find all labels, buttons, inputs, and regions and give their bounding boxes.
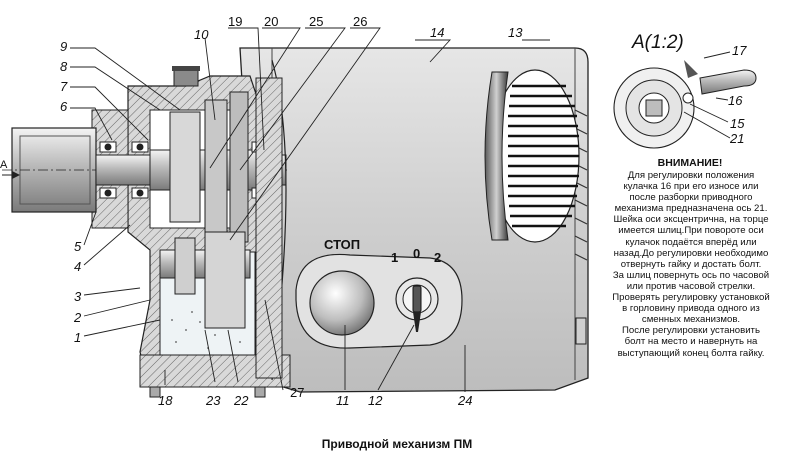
callout-20: 20 (264, 14, 279, 29)
callout-23: 23 (206, 393, 221, 408)
note-line: болт на место и навернуть на (624, 336, 758, 348)
detail-callout-17: 17 (732, 43, 747, 58)
note-line: или против часовой стрелки. (626, 280, 756, 292)
callout-11: 11 (336, 393, 350, 408)
note-line: Проверять регулировку установкой (612, 292, 770, 304)
view-arrow (2, 171, 20, 179)
middle-partition (255, 77, 283, 379)
note-line: Для регулировки положения (627, 170, 755, 181)
callout-10: 10 (194, 27, 209, 42)
callout-4: 4 (74, 259, 82, 274)
note-line: имеется шлиц.При повороте оси (618, 225, 764, 237)
callout-5: 5 (74, 239, 82, 254)
callout-27: 27 (290, 385, 305, 400)
position-0-label: 0 (413, 246, 421, 261)
position-1-label: 1 (391, 250, 399, 265)
callout-24: 24 (458, 393, 473, 408)
callout-1: 1 (74, 330, 82, 345)
callout-7: 7 (60, 79, 68, 94)
note-line: сменных механизмов. (641, 314, 741, 326)
callout-18: 18 (158, 393, 173, 408)
note-line: выступающий конец болта гайку. (617, 347, 765, 359)
leader-lines (70, 27, 550, 392)
view-marker-label: A (0, 159, 8, 171)
note-line: назад.До регулировки необходимо (613, 247, 769, 259)
control-panel (295, 253, 463, 349)
callout-26: 26 (353, 14, 368, 29)
gear-train (159, 91, 251, 329)
callout-3: 3 (74, 289, 82, 304)
note-line: Шейка оси эксцентрична, на торце (613, 214, 769, 226)
note-line: механизма предназначена ось 21. (614, 203, 768, 215)
note-line: кулачка 16 при его износе или (623, 181, 759, 193)
callout-8: 8 (60, 59, 68, 74)
callout-19: 19 (228, 14, 243, 29)
figure-caption: Приводной механизм ПМ (321, 437, 473, 451)
note-line: в горловину привода одного из (622, 303, 760, 315)
note-line: После регулировки установить (622, 325, 760, 337)
note-line: За шлиц повернуть ось по часовой (612, 269, 770, 281)
callout-6: 6 (60, 99, 68, 114)
note-title: ВНИМАНИЕ! (657, 157, 723, 169)
callout-22: 22 (234, 393, 249, 408)
detail-callout-16: 16 (728, 93, 743, 108)
detail-callout-21: 21 (730, 131, 745, 146)
callout-2: 2 (74, 310, 82, 325)
position-2-label: 2 (434, 250, 442, 265)
callout-25: 25 (309, 14, 324, 29)
stop-label: СТОП (324, 237, 361, 252)
note-line: отвернуть гайку и достать болт. (620, 258, 762, 270)
callout-14: 14 (430, 25, 445, 40)
vent-drum (484, 69, 580, 243)
detail-callout-15: 15 (730, 116, 745, 131)
callout-9: 9 (60, 39, 68, 54)
section-a-detail (613, 51, 757, 149)
note-line: после разборки приводного (629, 192, 753, 204)
section-a-title: A(1:2) (632, 32, 684, 53)
callout-13: 13 (508, 25, 523, 40)
callout-12: 12 (368, 393, 383, 408)
note-line: кулачок подаётся вперёд или (625, 236, 757, 248)
